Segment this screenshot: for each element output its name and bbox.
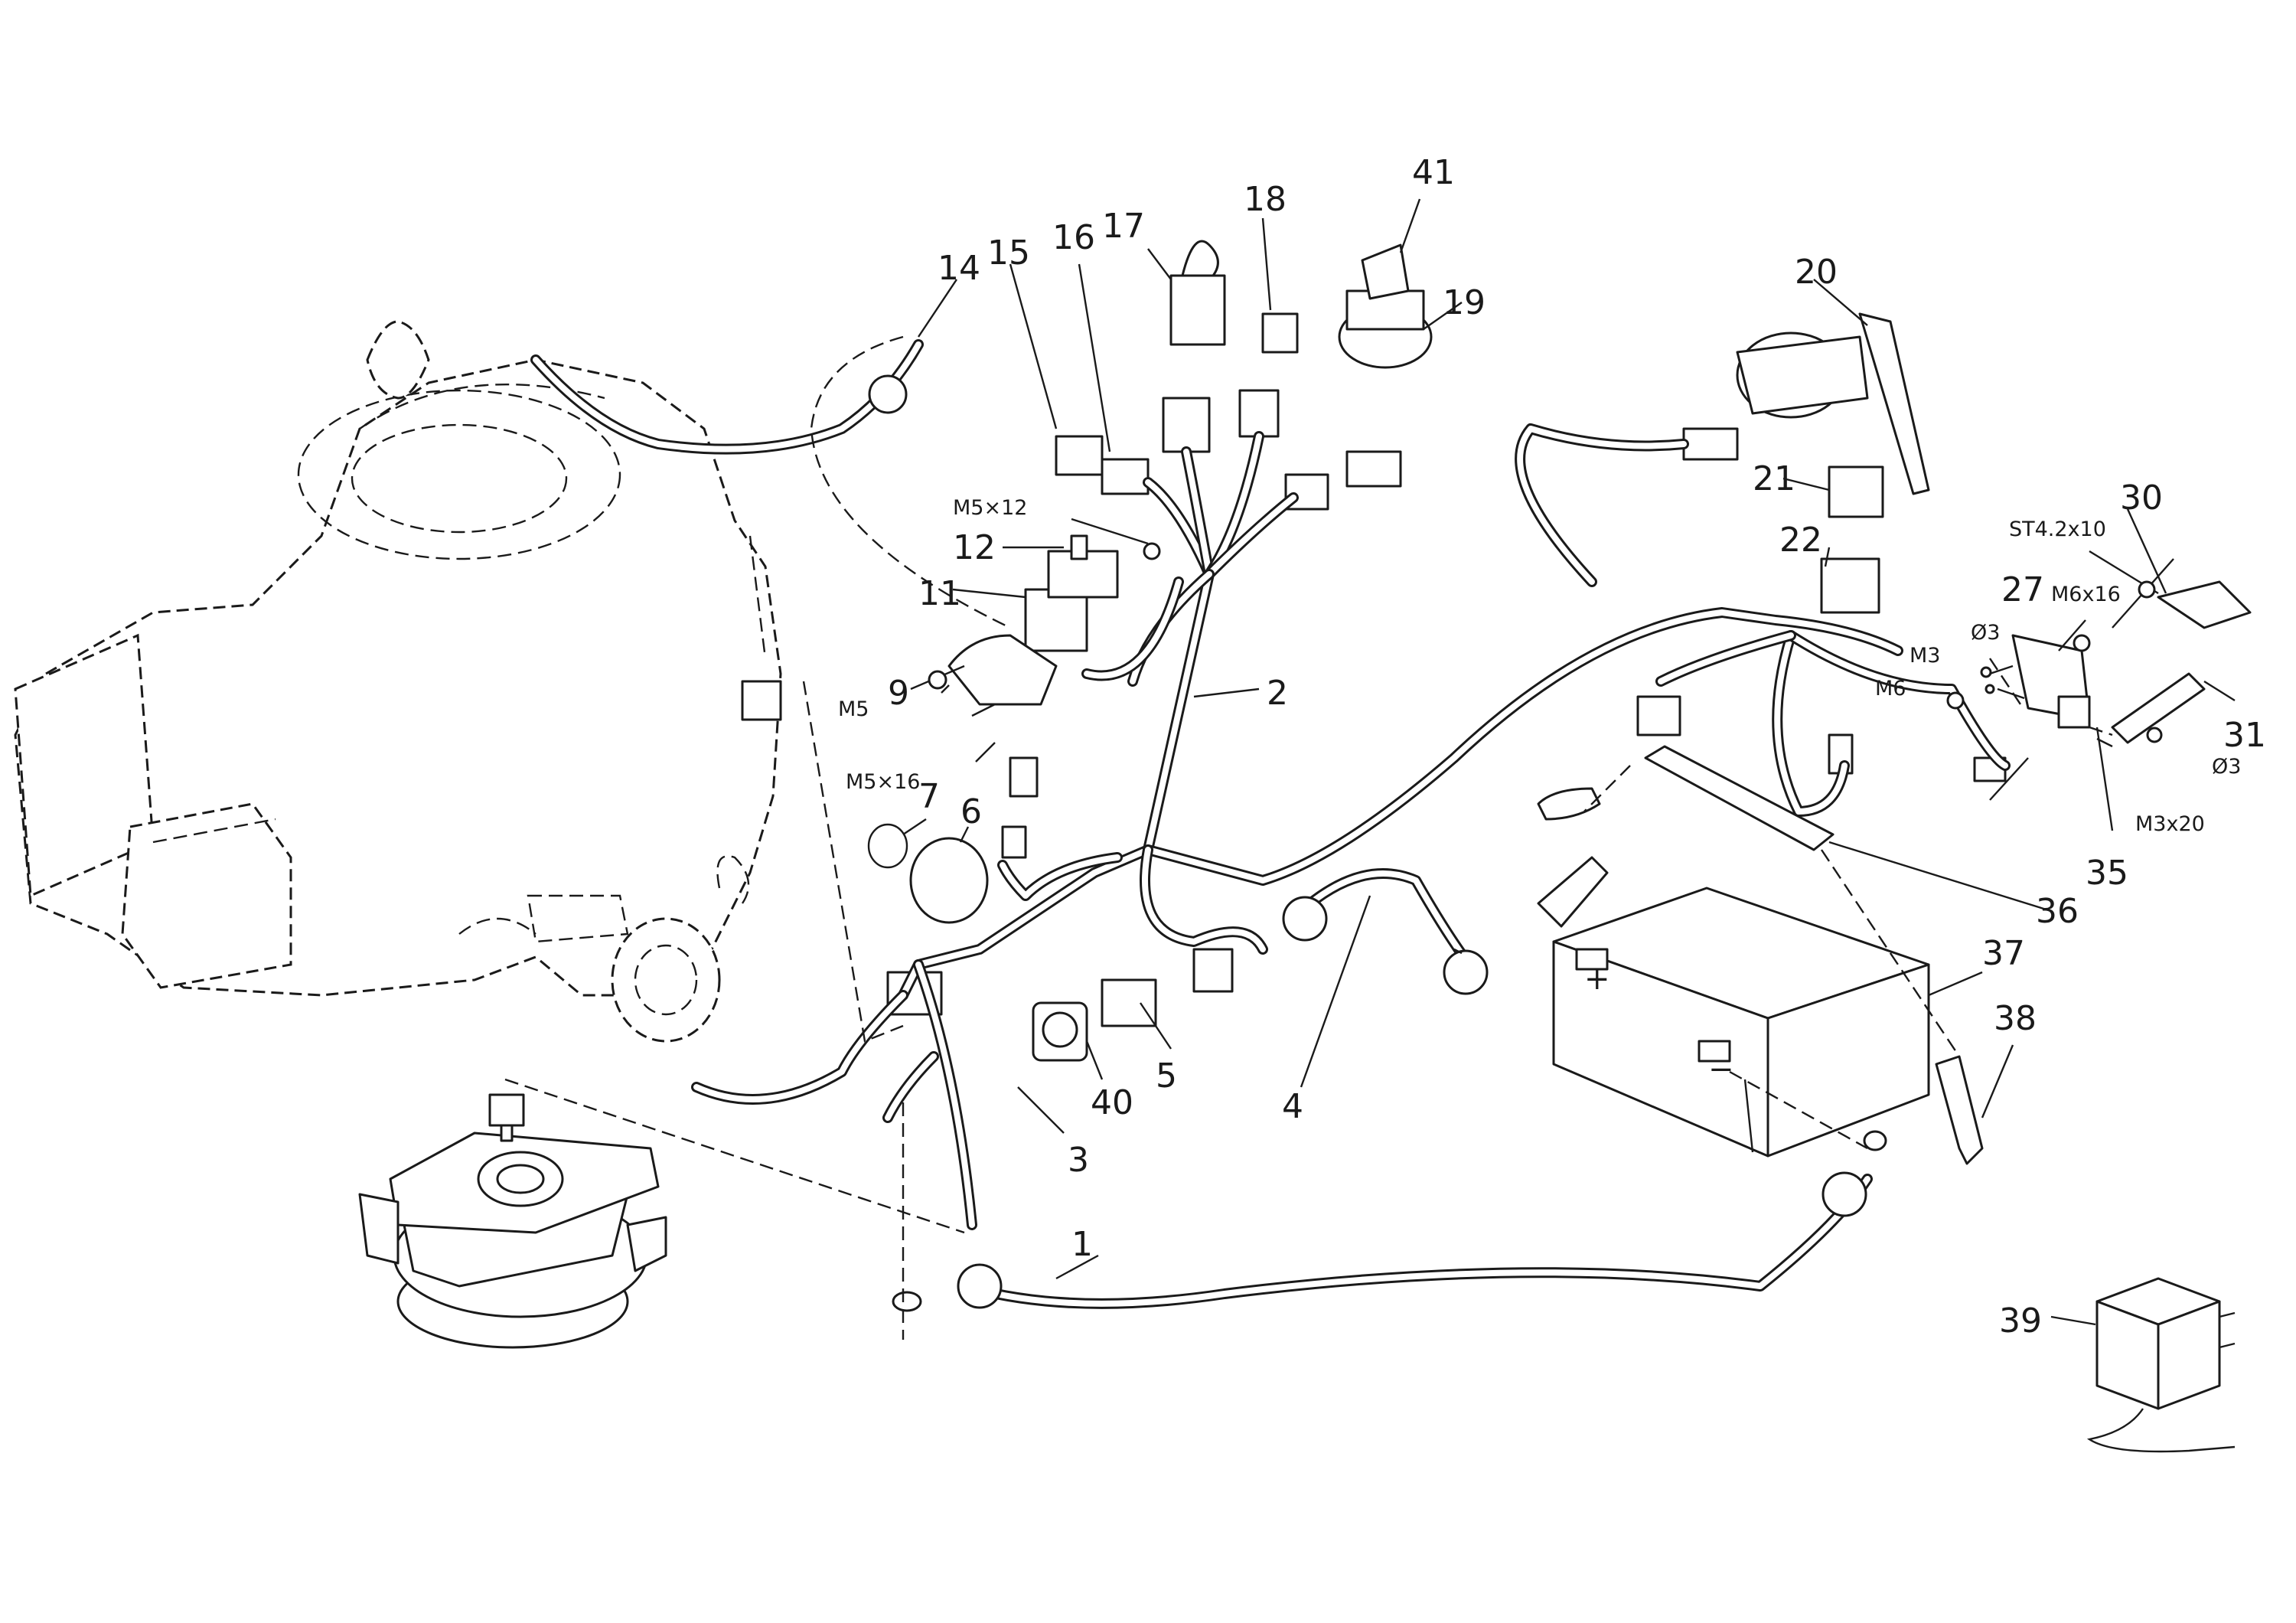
part-label-18: 18 [1244, 180, 1287, 219]
hw-label-m5x12: M5×12 [953, 496, 1027, 520]
leader-lines [902, 198, 2236, 1326]
part-label-36: 36 [2036, 892, 2079, 931]
components [741, 240, 2252, 1062]
part-label-1: 1 [1071, 1225, 1093, 1264]
hw-label-m5x16: M5×16 [846, 770, 920, 794]
hw-label-m6x16: M6x16 [2051, 583, 2121, 606]
part-label-41: 41 [1412, 153, 1455, 192]
part-label-31: 31 [2223, 716, 2266, 755]
assembly-lines [504, 335, 2113, 1340]
battery-minus-label: − [1708, 1052, 1734, 1087]
part-label-7: 7 [918, 777, 940, 816]
pto-clutch [358, 1093, 667, 1349]
part-label-21: 21 [1753, 459, 1795, 498]
hw-label-d3-bottom: Ø3 [2212, 755, 2241, 779]
battery: + − [1552, 887, 1930, 1158]
part-label-3: 3 [1068, 1141, 1089, 1180]
part-label-4: 4 [1282, 1087, 1303, 1126]
part-label-22: 22 [1779, 521, 1822, 560]
part-label-19: 19 [1443, 283, 1486, 322]
part-label-15: 15 [987, 233, 1030, 273]
hw-label-m3: M3 [1910, 644, 1940, 668]
part-label-30: 30 [2120, 478, 2163, 518]
battery-plus-label: + [1584, 962, 1610, 997]
part-label-17: 17 [1102, 207, 1145, 246]
hw-label-m3x20: M3x20 [2135, 812, 2205, 836]
part-label-9: 9 [888, 674, 909, 713]
part-label-11: 11 [918, 574, 961, 613]
battery-bracket [1935, 1055, 1984, 1165]
part-number-labels: 1 2 3 4 5 6 7 9 11 12 14 15 16 17 18 19 … [888, 153, 2266, 1341]
part-label-37: 37 [1982, 934, 2025, 973]
part-label-16: 16 [1052, 218, 1095, 257]
part-label-20: 20 [1795, 253, 1838, 292]
hw-label-m5: M5 [838, 697, 869, 721]
part-label-12: 12 [953, 528, 996, 567]
hw-label-m6: M6 [1875, 677, 1906, 700]
part-label-14: 14 [938, 249, 980, 288]
wire-harness [530, 339, 2011, 1312]
part-label-40: 40 [1091, 1083, 1133, 1122]
hw-label-st42x10: ST4.2x10 [2009, 518, 2106, 541]
part-label-35: 35 [2086, 854, 2128, 893]
part-label-2: 2 [1267, 674, 1288, 713]
part-label-6: 6 [960, 792, 982, 831]
engine-outline [14, 320, 782, 1043]
hardware-marks [928, 542, 2163, 748]
part-label-27: 27 [2001, 570, 2044, 609]
battery-charger [2086, 1277, 2236, 1453]
hardware-labels: M5×12 M5 M5×16 ST4.2x10 M6x16 Ø3 M3 M6 Ø… [838, 496, 2241, 836]
part-label-5: 5 [1156, 1056, 1177, 1096]
part-label-38: 38 [1994, 999, 2037, 1038]
hw-label-d3-top: Ø3 [1971, 621, 2000, 645]
part-label-39: 39 [1999, 1301, 2042, 1341]
